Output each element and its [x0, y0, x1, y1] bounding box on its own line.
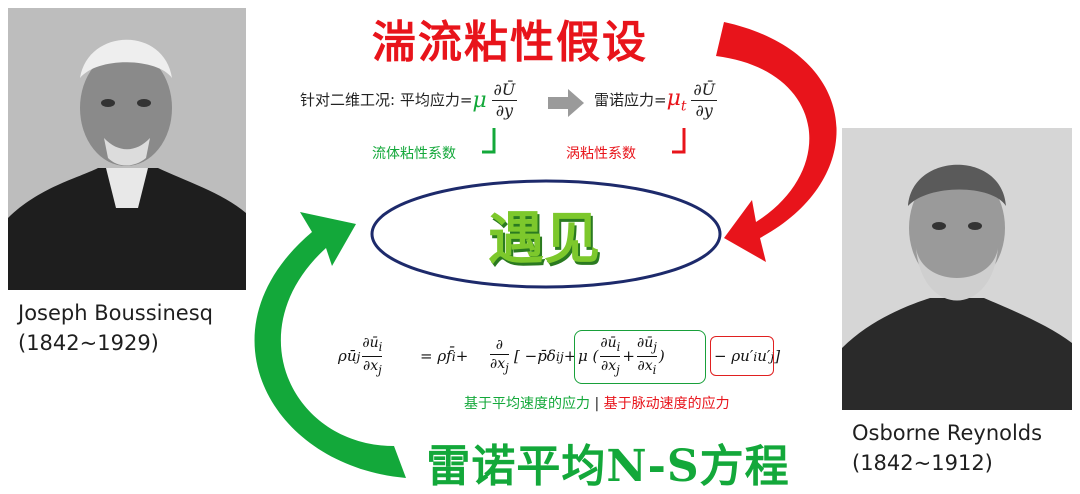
boussinesq-portrait	[8, 8, 246, 290]
reynolds-stress-formula: 雷诺应力=μt ∂Ū∂y	[594, 80, 718, 121]
stress-labels: 基于平均速度的应力 | 基于脉动速度的应力	[464, 393, 730, 413]
red-bracket	[672, 128, 686, 154]
mu-symbol: μ	[472, 88, 487, 113]
fluct-velocity-stress-label: 基于脉动速度的应力	[603, 396, 730, 412]
reynolds-caption: Osborne Reynolds (1842~1912)	[852, 418, 1042, 478]
boussinesq-formula-line: 针对二维工况: 平均应力=μ ∂Ū∂y	[300, 80, 518, 121]
stress-separator: |	[594, 396, 600, 412]
fluid-viscosity-note: 流体粘性系数	[372, 146, 456, 162]
gray-arrow	[548, 89, 584, 117]
title-rans-equation: 雷诺平均N-S方程	[426, 441, 790, 492]
fluct-stress-box	[710, 336, 774, 376]
red-curved-arrow	[716, 22, 837, 262]
fraction-dU-dy: ∂Ū∂y	[491, 80, 518, 120]
formula-prefix: 针对二维工况: 平均应力=	[300, 91, 473, 109]
green-curved-arrow	[254, 212, 406, 478]
reynolds-years: (1842~1912)	[852, 451, 993, 475]
meet-label: 遇见	[488, 206, 600, 272]
boussinesq-caption: Joseph Boussinesq (1842~1929)	[18, 298, 213, 358]
reynolds-portrait	[842, 128, 1072, 410]
reynolds-name: Osborne Reynolds	[852, 421, 1043, 445]
boussinesq-years: (1842~1929)	[18, 331, 159, 355]
boussinesq-name: Joseph Boussinesq	[18, 301, 213, 325]
mean-velocity-stress-label: 基于平均速度的应力	[464, 396, 590, 412]
reynolds-stress-label: 雷诺应力=	[594, 91, 667, 109]
center-ellipse	[370, 179, 722, 289]
green-bracket	[482, 128, 496, 154]
mean-stress-box	[574, 330, 706, 384]
eddy-viscosity-note: 涡粘性系数	[566, 146, 636, 162]
mu-t-symbol: μt	[666, 86, 687, 115]
fraction-dU-dy-2: ∂Ū∂y	[691, 80, 718, 120]
title-turbulent-viscosity: 湍流粘性假设	[372, 17, 648, 68]
